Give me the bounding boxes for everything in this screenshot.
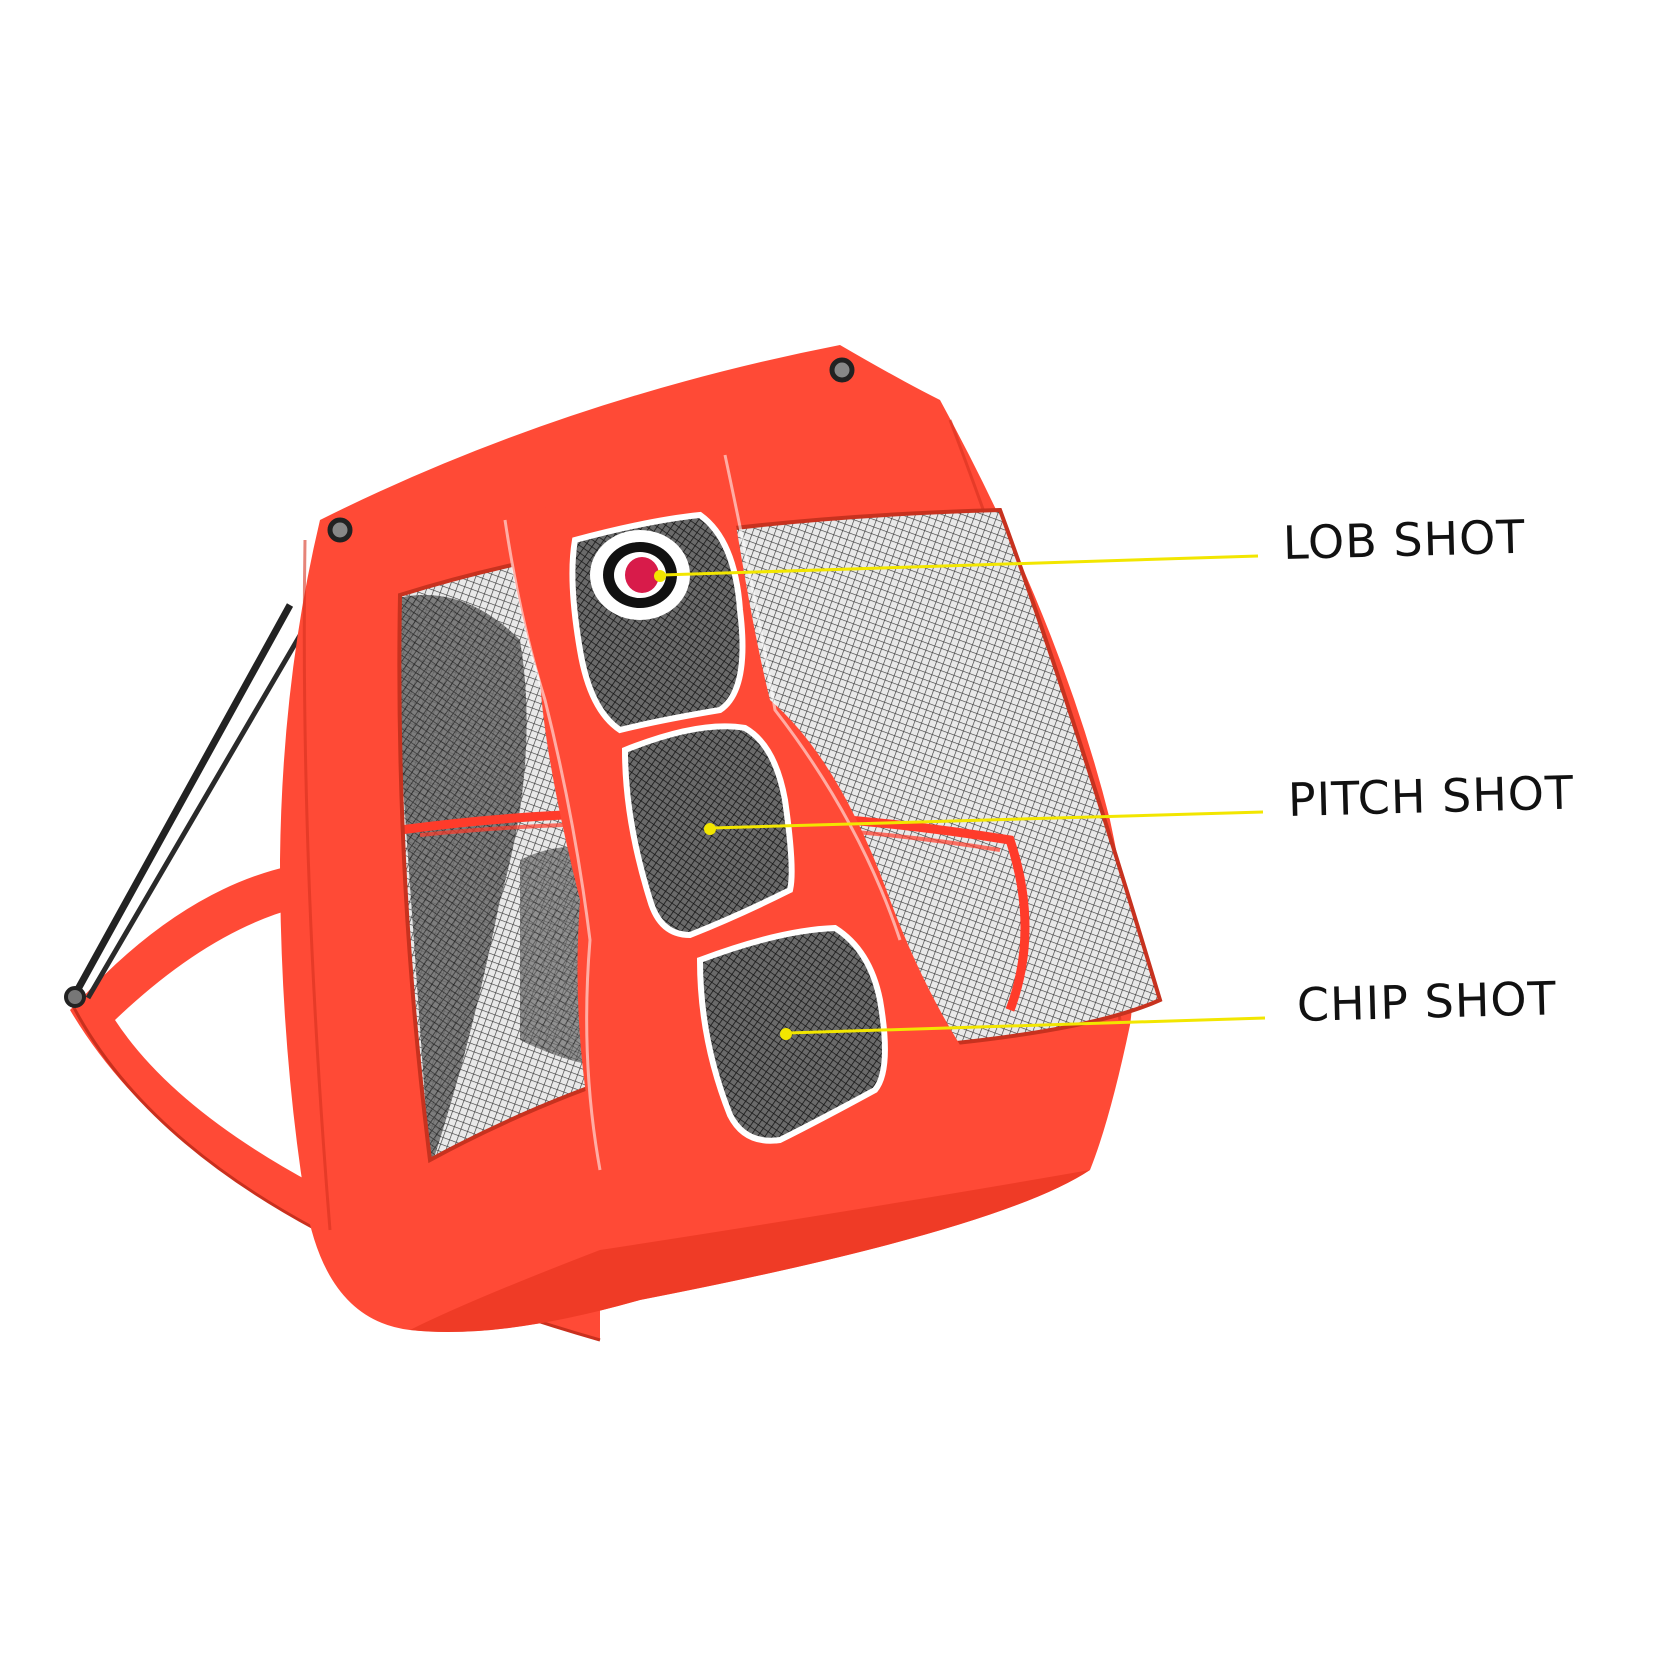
net-mesh-shadow: [399, 595, 527, 1160]
grommet: [829, 357, 855, 383]
grommet: [327, 517, 353, 543]
inner-red-loop: [399, 807, 1030, 1012]
pitch-shot-callout-line: [711, 810, 1264, 830]
chip-shot-callout-line: [787, 1016, 1266, 1035]
support-pole: [68, 603, 294, 1002]
lob-shot-label: LOB SHOT: [1282, 509, 1527, 570]
pitch-shot-callout-dot: [704, 823, 716, 835]
chip-shot-label: CHIP SHOT: [1296, 971, 1558, 1032]
pitch-shot-label: PITCH SHOT: [1287, 765, 1575, 827]
lob-shot-callout-dot: [654, 570, 666, 582]
lob-shot-callout-line: [661, 554, 1259, 577]
net-frame-shading: [410, 1170, 1090, 1332]
chip-shot-callout-dot: [780, 1028, 792, 1040]
bullseye-target-center: [625, 557, 659, 593]
grommet: [64, 986, 86, 1008]
support-pole: [85, 630, 305, 1000]
